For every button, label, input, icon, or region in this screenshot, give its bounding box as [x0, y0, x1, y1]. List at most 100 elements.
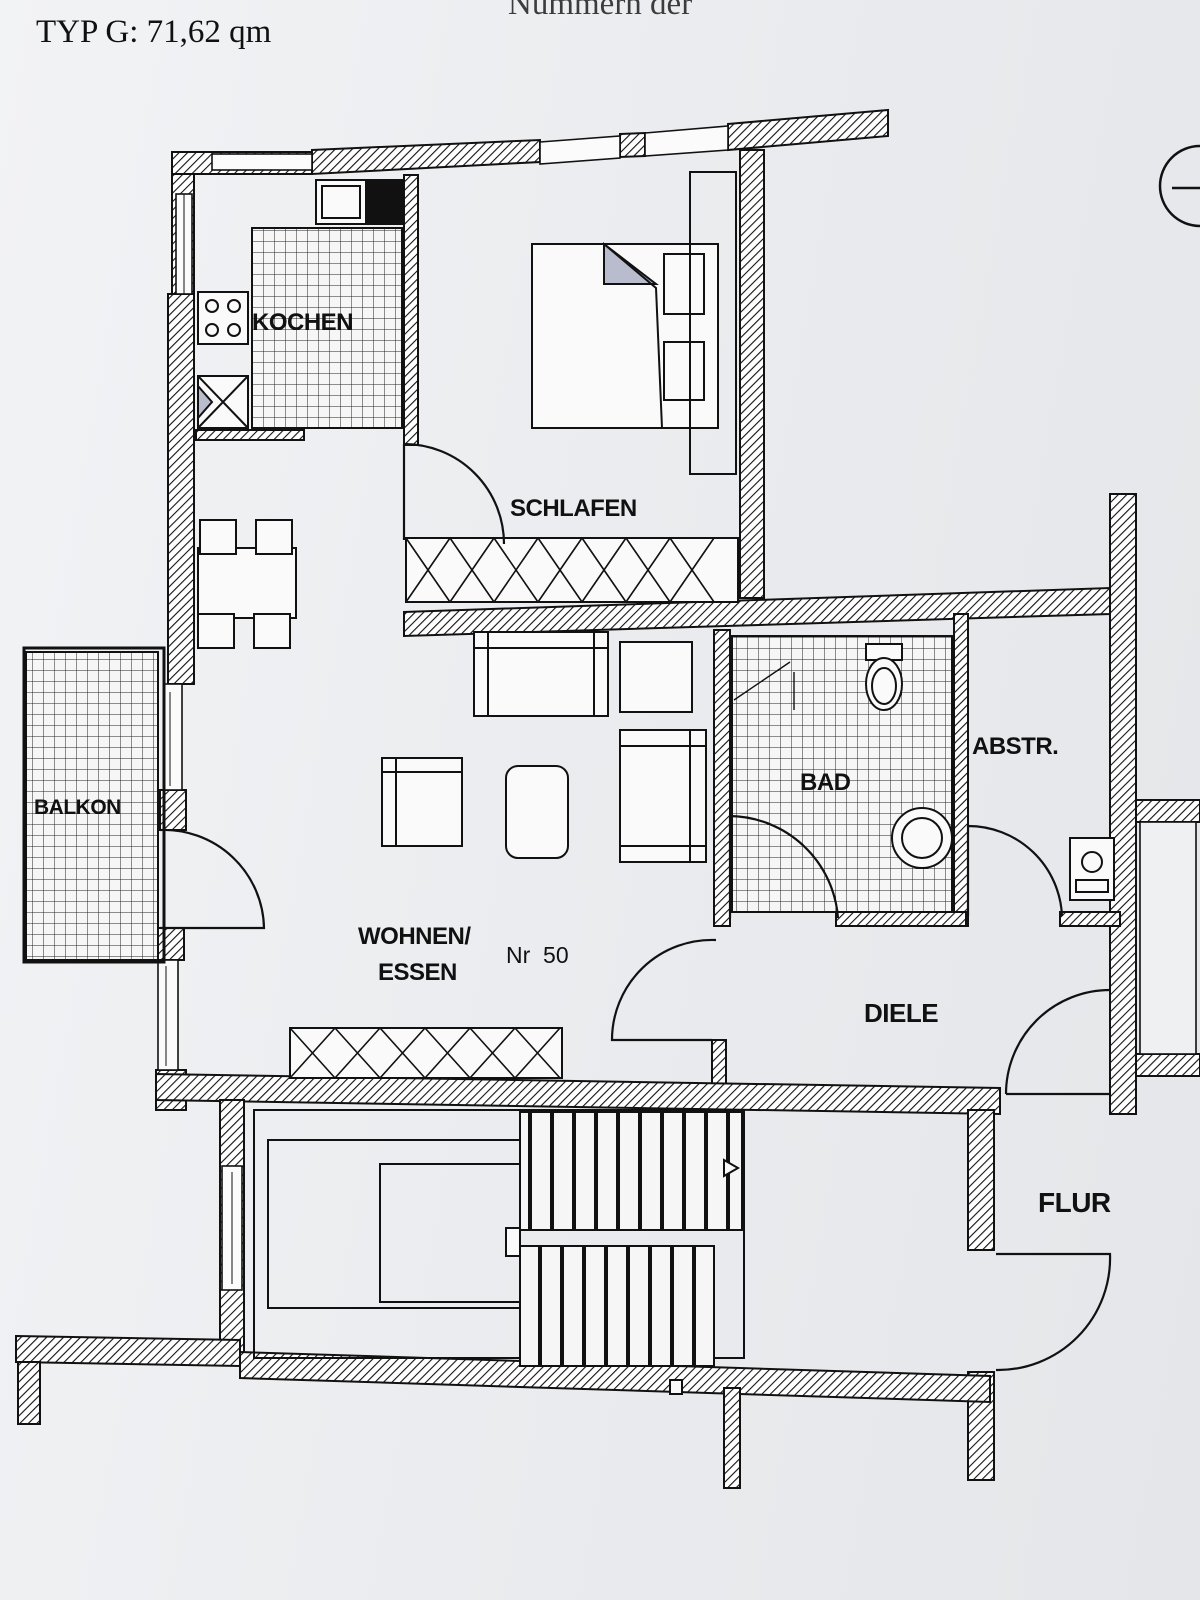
chair-2: [255, 519, 293, 555]
sideboard: [619, 641, 693, 713]
dining-set: [197, 519, 297, 649]
wall-living-hall: [711, 1039, 727, 1087]
stair-post: [669, 1379, 683, 1395]
sofa-top: [473, 631, 609, 717]
wall-bottom-post: [723, 1387, 741, 1489]
washing-machine-drum: [1081, 851, 1103, 873]
bedroom-cabinet-crosses: [405, 537, 715, 603]
stair-direction-arrow: [723, 1158, 741, 1178]
chair-1: [199, 519, 237, 555]
living-cabinet: [289, 1027, 563, 1079]
shower-line: [733, 661, 795, 710]
flight-lower: [519, 1245, 715, 1367]
bath-fixtures: [733, 643, 1115, 901]
toilet-seat: [871, 667, 897, 705]
chair-4: [253, 613, 291, 649]
walls: [15, 108, 1200, 1489]
bedroom-furniture: [405, 171, 739, 603]
door-bedroom: [402, 442, 506, 545]
door-storage: [966, 824, 1064, 917]
label-living-line2: ESSEN: [378, 959, 457, 986]
kitchen-fixtures: [197, 179, 405, 429]
balcony-outline: [22, 646, 166, 964]
area-type-heading: TYP G: 71,62 qm: [36, 14, 272, 50]
window-kitchen-top: [211, 153, 313, 171]
window-right-stub: [1139, 821, 1197, 1055]
wall-bath-left: [713, 629, 731, 927]
wall-main-horizontal: [155, 1072, 1001, 1116]
window-bedroom-top-left: [539, 135, 621, 165]
label-corridor: FLUR: [1038, 1187, 1111, 1218]
wall-bath-bottom: [835, 911, 967, 927]
windows: [157, 125, 1197, 1291]
wall-bottom-long: [15, 1334, 241, 1368]
burner-4: [227, 323, 241, 337]
living-cabinet-crosses: [289, 1027, 561, 1079]
wardrobe-outline: [689, 171, 737, 475]
wall-kitchen-bottom: [195, 429, 305, 441]
wall-left-bottom: [155, 927, 185, 961]
stove: [197, 291, 249, 345]
bedroom-cabinet: [405, 537, 739, 603]
label-living-line1: WOHNEN/: [358, 923, 471, 950]
pillow-2: [663, 341, 705, 401]
balcony-tiles: [25, 651, 159, 961]
unit-number: Nr 50: [506, 942, 569, 968]
sink-basin: [321, 185, 361, 219]
dining-table: [197, 547, 297, 619]
label-bath: BAD: [800, 769, 851, 796]
label-bedroom: SCHLAFEN: [510, 495, 637, 522]
washbasin-inner: [901, 817, 943, 859]
north-arrow-icon: [1158, 144, 1200, 228]
wall-hall-stub: [967, 1109, 995, 1251]
wall-top-pier: [619, 131, 646, 159]
bed-cover: [603, 243, 663, 429]
dishwasher-accent: [197, 383, 214, 421]
doors: [159, 442, 1112, 1372]
window-living-left-lower: [157, 959, 179, 1071]
room-labels: KOCHEN SCHLAFEN BALKON BAD ABSTR. WOHNEN…: [34, 309, 1111, 1218]
door-balcony: [159, 828, 266, 930]
stair-newel: [505, 1227, 521, 1257]
pillow-1: [663, 253, 705, 315]
dishwasher-cross: [197, 375, 249, 429]
label-kitchen: KOCHEN: [252, 309, 353, 336]
stairwell-outline: [253, 1109, 745, 1359]
label-hall: DIELE: [864, 998, 938, 1028]
burner-3: [205, 323, 219, 337]
wall-kitchen-bedroom: [403, 174, 419, 446]
chair-3: [197, 613, 235, 649]
wall-right-outer: [1109, 493, 1137, 1115]
stair-inner-outline: [267, 1139, 521, 1309]
coffee-table: [505, 765, 569, 859]
label-storage: ABSTR.: [972, 733, 1058, 760]
label-balcony: BALKON: [34, 796, 121, 819]
washing-machine-panel: [1075, 879, 1109, 893]
kitchen-tiles: [251, 227, 403, 429]
wall-right-stub-lower: [1135, 1053, 1200, 1077]
wall-right-stub-upper: [1135, 799, 1200, 823]
door-entrance: [1004, 988, 1111, 1096]
burner-1: [205, 299, 219, 313]
stair-landing: [379, 1163, 521, 1303]
wall-bottom-stairs: [239, 1350, 991, 1404]
door-bath: [728, 814, 840, 919]
stair-treads: [528, 1112, 730, 1366]
staircase: [253, 1109, 745, 1395]
window-bedroom-top-right: [644, 125, 729, 157]
door-living-hall: [610, 938, 717, 1042]
wall-top-right: [727, 108, 889, 152]
burner-2: [227, 299, 241, 313]
wall-top-middle: [311, 138, 541, 176]
wall-bedroom-right: [739, 149, 765, 599]
wall-storage-bottom: [1059, 911, 1121, 927]
wall-bath-right: [953, 613, 969, 927]
fridge: [365, 179, 405, 225]
window-living-left: [163, 683, 183, 791]
sofa-right: [619, 729, 707, 863]
cut-off-heading: Nummern der: [508, 0, 693, 22]
living-furniture: [289, 631, 707, 1079]
wall-left-middle: [167, 293, 195, 685]
